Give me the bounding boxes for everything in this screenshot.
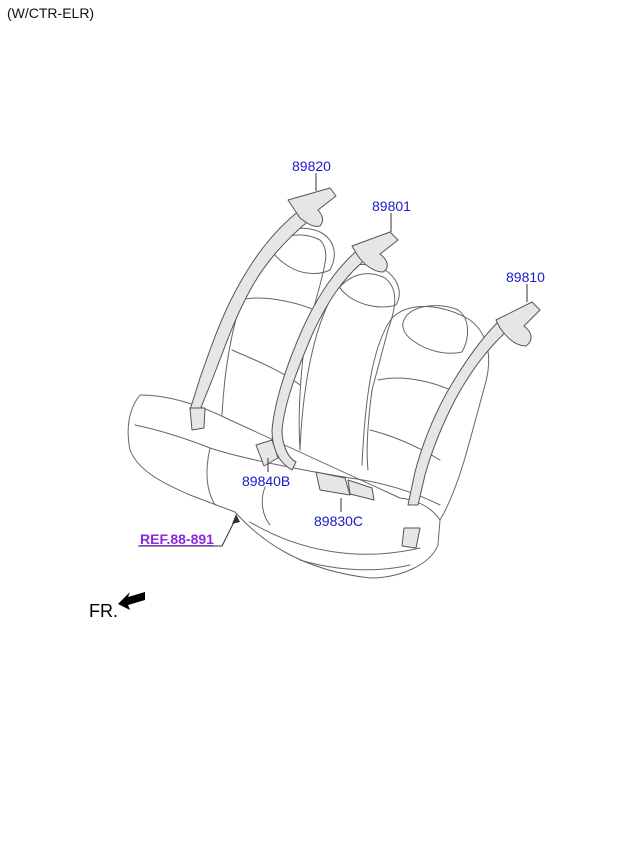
part-number-89801[interactable]: 89801 (372, 198, 411, 214)
headrest-left (270, 227, 335, 274)
retractor-middle (351, 231, 399, 273)
anchor-right (401, 527, 421, 549)
part-number-89830c[interactable]: 89830C (314, 513, 364, 529)
seat-cushion (127, 394, 441, 579)
diagram-variant-label: (W/CTR-ELR) (7, 5, 95, 21)
front-direction-arrow (118, 592, 145, 610)
buckle-89830c (315, 471, 351, 496)
buckle-89840b (255, 439, 279, 467)
belt-webbing-right (407, 321, 509, 506)
anchor-left (189, 407, 206, 431)
part-number-89840b[interactable]: 89840B (242, 473, 291, 489)
retractor-right (495, 301, 541, 347)
part-number-89810[interactable]: 89810 (506, 269, 545, 285)
retractor-left (287, 187, 337, 227)
part-number-89820[interactable]: 89820 (292, 158, 331, 174)
backrest-middle (299, 273, 396, 471)
front-direction-label: FR. (89, 601, 118, 621)
belt-webbing-middle (271, 247, 371, 471)
headrest-right (402, 305, 468, 354)
reference-link[interactable]: REF.88-891 (140, 531, 214, 547)
backrest-right (361, 306, 490, 521)
